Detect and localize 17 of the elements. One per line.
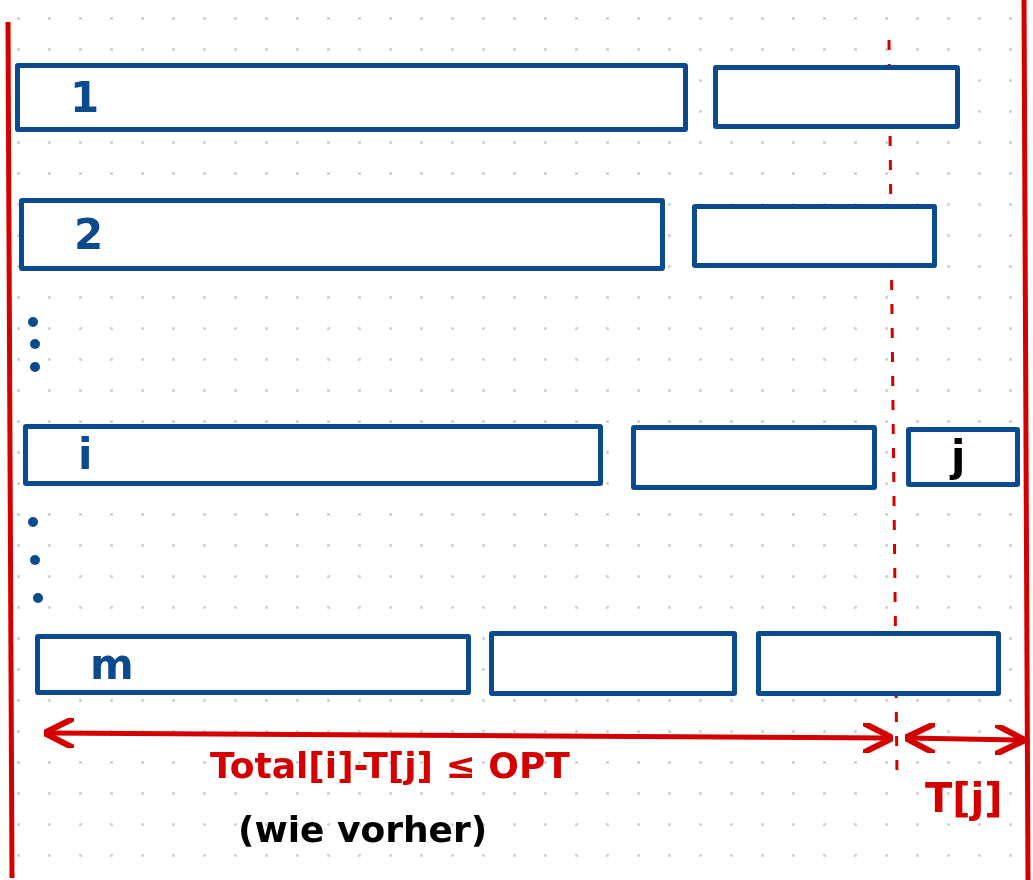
task-bar <box>23 424 603 486</box>
row-label: j <box>951 436 966 478</box>
empty-box <box>713 65 960 129</box>
empty-box <box>692 204 937 268</box>
row-label: 1 <box>70 76 100 119</box>
task-bar <box>906 427 1020 487</box>
row-label: 2 <box>74 213 104 256</box>
empty-box <box>756 631 1001 696</box>
task-bar <box>35 634 471 695</box>
dimension-label: Total[i]-T[j] ≤ OPT <box>210 748 570 784</box>
note-text: (wie vorher) <box>238 812 488 848</box>
task-bar <box>19 198 665 271</box>
row-label: m <box>90 643 134 686</box>
empty-box <box>631 425 877 490</box>
empty-box <box>489 631 737 696</box>
row-label: i <box>78 434 93 476</box>
task-bar <box>15 63 688 132</box>
